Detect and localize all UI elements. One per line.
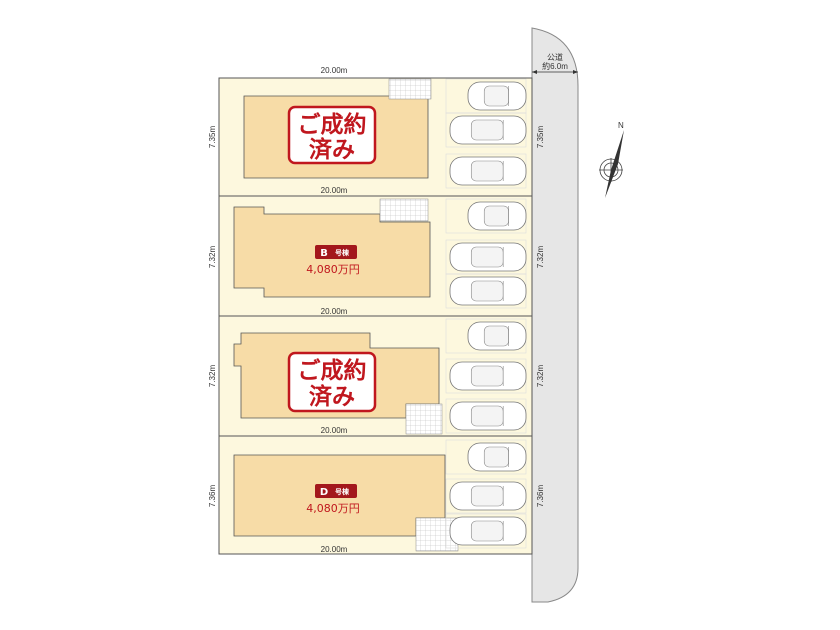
sold-stamp-a-line2: 済み	[309, 136, 355, 163]
parked-car-icon	[445, 239, 527, 275]
sold-stamp-c: ご成約 済み	[287, 351, 377, 413]
lot-b-depth-left: 7.32m	[208, 246, 217, 269]
sold-stamp-a-line1: ご成約	[298, 111, 367, 138]
north-label: N	[618, 121, 624, 130]
lot-b-badge-suffix: 号棟	[335, 248, 350, 257]
parked-car-icon	[445, 513, 527, 549]
parked-car-icon	[445, 439, 527, 475]
parked-car-icon	[445, 198, 527, 234]
parked-car-icon	[445, 318, 527, 354]
road-width-label: 約6.0m	[542, 61, 568, 71]
entry-tiles-c	[405, 403, 443, 435]
parked-car-icon	[445, 478, 527, 514]
parked-car-icon	[445, 112, 527, 148]
road-width-dimension: 公道 約6.0m	[532, 52, 578, 74]
parked-car-icon	[445, 358, 527, 394]
lot-d-badge-suffix: 号棟	[335, 487, 350, 496]
lot-d-price: 4,080万円	[306, 502, 360, 515]
lot-d-depth-right: 7.36m	[536, 485, 545, 508]
lot-c-depth-right: 7.32m	[536, 365, 545, 388]
lot-a-top-width: 20.00m	[321, 66, 348, 75]
parked-car-icon	[445, 153, 527, 189]
entry-tiles-a	[388, 78, 432, 100]
road-label: 公道	[547, 52, 563, 62]
lot-d-depth-left: 7.36m	[208, 485, 217, 508]
parked-car-icon	[445, 398, 527, 434]
compass-icon: N	[599, 121, 624, 198]
lot-b-badge-letter: B	[320, 248, 328, 259]
lot-a-depth-right: 7.35m	[536, 126, 545, 149]
lot-c-bottom-width: 20.00m	[321, 426, 348, 435]
lot-c-depth-left: 7.32m	[208, 365, 217, 388]
lot-d-badge-letter: D	[320, 487, 328, 498]
lot-b-depth-right: 7.32m	[536, 246, 545, 269]
sold-stamp-a: ご成約 済み	[287, 105, 377, 165]
lot-b-bottom-width: 20.00m	[321, 307, 348, 316]
lot-a-depth-left: 7.35m	[208, 126, 217, 149]
lot-d-bottom-width: 20.00m	[321, 545, 348, 554]
parked-car-icon	[445, 273, 527, 309]
lot-b-price: 4,080万円	[306, 263, 360, 276]
entry-tiles-b	[379, 198, 429, 222]
lot-b-label: B 号棟 4,080万円	[306, 245, 360, 276]
lot-d-label: D 号棟 4,080万円	[306, 484, 360, 515]
parked-car-icon	[445, 78, 527, 114]
lot-a-bottom-width: 20.00m	[321, 186, 348, 195]
sold-stamp-c-line1: ご成約	[298, 357, 367, 384]
parking-area	[445, 78, 527, 549]
public-road	[531, 27, 579, 603]
sold-stamp-c-line2: 済み	[309, 383, 355, 410]
